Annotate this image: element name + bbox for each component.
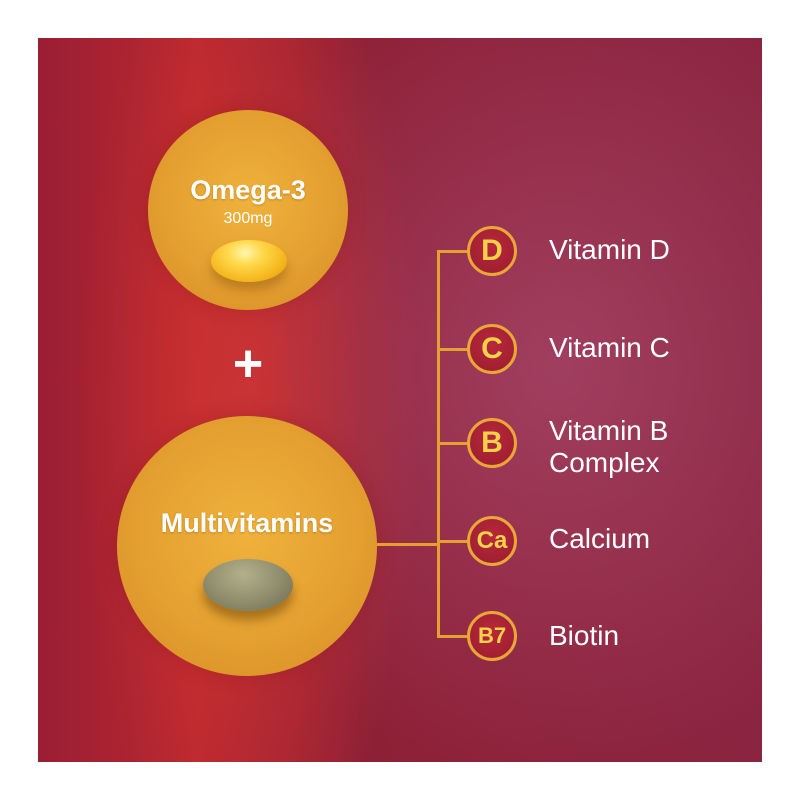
omega3-circle: Omega-3 300mg xyxy=(148,110,348,310)
nutrient-badge: D xyxy=(467,226,517,276)
multivitamins-circle: Multivitamins xyxy=(117,416,377,676)
nutrient-badge: Ca xyxy=(467,516,517,566)
omega3-dose: 300mg xyxy=(223,210,273,227)
nutrient-label: Vitamin D xyxy=(549,234,670,265)
multivitamins-title: Multivitamins xyxy=(160,508,334,538)
connector-stem xyxy=(377,543,439,546)
connector-branch xyxy=(437,540,469,543)
infographic-panel: Omega-3 300mg + Multivitamins D Vitamin … xyxy=(38,38,762,762)
connector-branch xyxy=(437,442,469,445)
nutrient-label: Biotin xyxy=(549,620,620,651)
nutrient-label: Vitamin B xyxy=(549,415,669,446)
plus-sign: + xyxy=(232,335,264,393)
connector-branch xyxy=(437,250,469,253)
tablet-pill-icon xyxy=(203,559,293,611)
softgel-capsule-icon xyxy=(211,240,287,282)
nutrient-badge: B xyxy=(467,418,517,468)
nutrient-badge: C xyxy=(467,324,517,374)
nutrient-label: Vitamin C xyxy=(549,332,670,363)
nutrient-badge: B7 xyxy=(467,611,517,661)
omega3-title: Omega-3 xyxy=(190,175,306,205)
connector-branch xyxy=(437,348,469,351)
connector-branch xyxy=(437,635,469,638)
nutrient-label: Calcium xyxy=(549,523,651,554)
nutrient-label-line2: Complex xyxy=(549,447,660,478)
